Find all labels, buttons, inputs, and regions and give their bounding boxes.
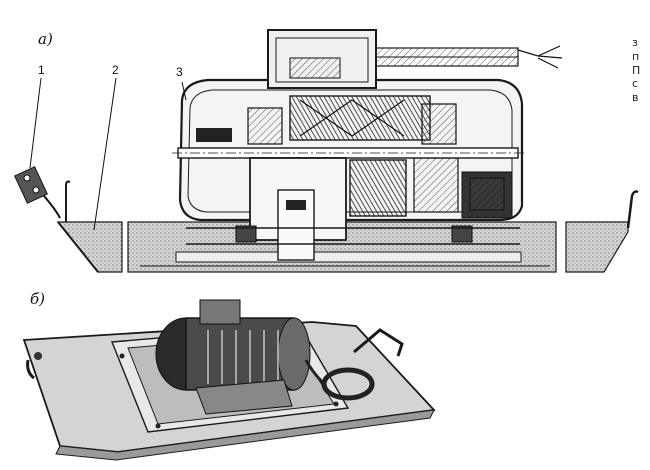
eccentric-weight bbox=[196, 128, 513, 219]
cable-coil bbox=[304, 359, 375, 401]
handle-left bbox=[14, 166, 71, 222]
mounting-foot bbox=[186, 157, 520, 261]
handle-right bbox=[626, 190, 639, 229]
callout-2: 2 bbox=[112, 63, 119, 77]
handle-perspective bbox=[26, 328, 404, 380]
motor-perspective bbox=[155, 299, 311, 415]
vibration-plate bbox=[56, 221, 629, 273]
cropped-edge-text: з п П с в bbox=[632, 36, 641, 104]
motor-shaft bbox=[172, 147, 524, 159]
part-a-label: а) bbox=[38, 30, 53, 48]
callout-3: 3 bbox=[176, 65, 183, 79]
part-b-label: б) bbox=[30, 290, 46, 308]
callout-1: 1 bbox=[38, 63, 45, 77]
stator-winding bbox=[247, 95, 459, 217]
callout-leaders bbox=[29, 77, 187, 231]
